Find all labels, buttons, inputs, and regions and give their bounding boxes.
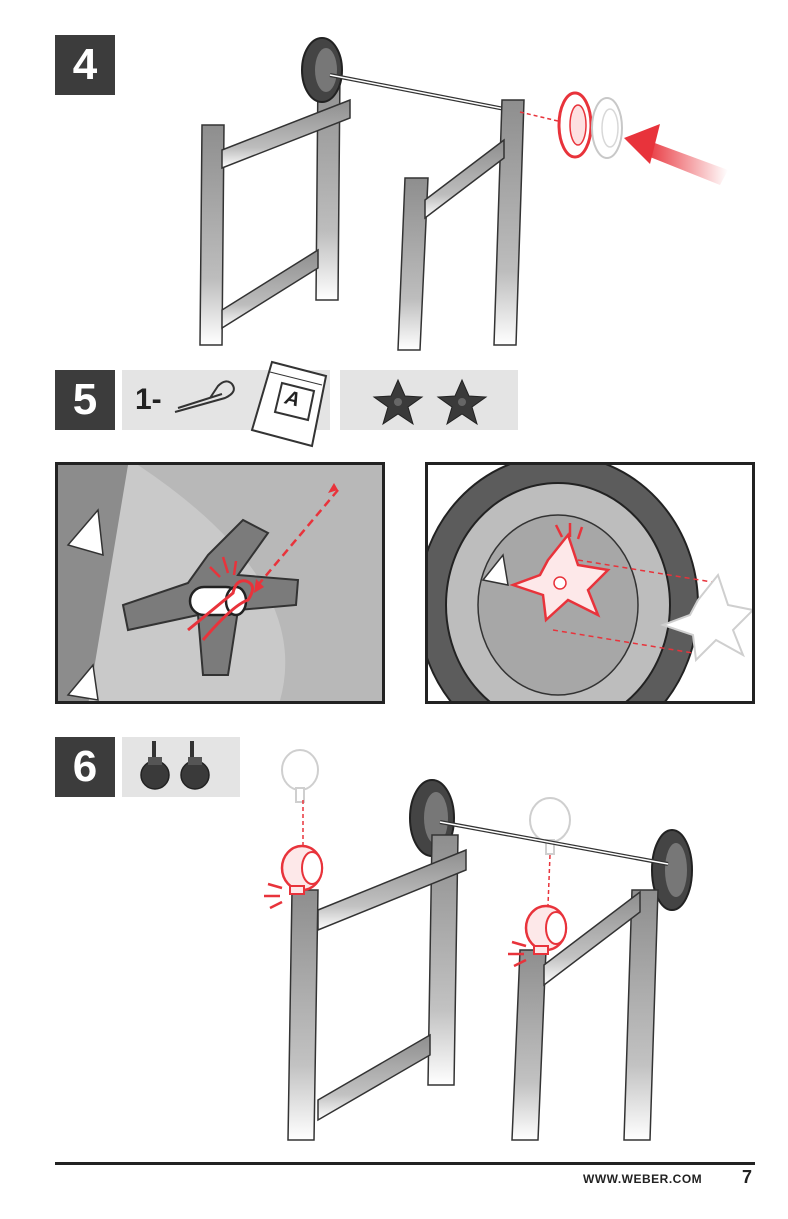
ghost-caster-left bbox=[282, 750, 318, 802]
footer-url[interactable]: WWW.WEBER.COM bbox=[583, 1172, 702, 1186]
step-6-illustration bbox=[0, 0, 788, 1160]
page-number: 7 bbox=[742, 1167, 752, 1188]
footer-rule bbox=[55, 1162, 755, 1165]
